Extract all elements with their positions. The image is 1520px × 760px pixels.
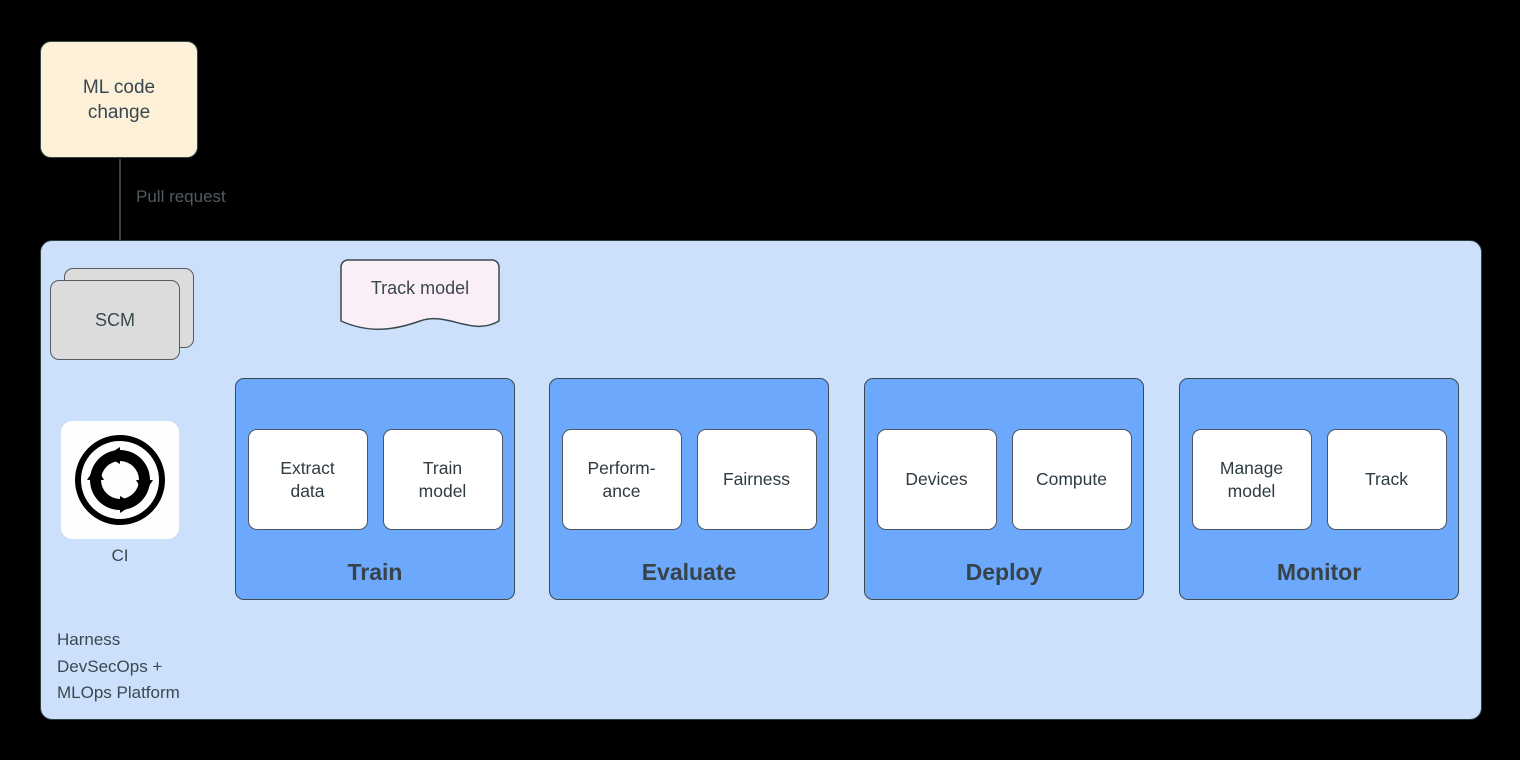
track-model-node[interactable]: Track model [340, 259, 500, 335]
ml-code-change-node[interactable]: ML code change [40, 41, 198, 158]
card-track[interactable]: Track [1326, 429, 1447, 530]
stage-deploy-title: Deploy [965, 559, 1043, 585]
platform-label: Harness DevSecOps + MLOps Platform [57, 630, 180, 702]
stage-train[interactable]: Extract data Train model Train [235, 378, 515, 600]
card-extract-data[interactable]: Extract data [247, 429, 368, 530]
stage-evaluate-title: Evaluate [641, 559, 737, 585]
stage-deploy-cards: Devices Compute [865, 429, 1143, 530]
ml-code-change-label: ML code change [82, 76, 156, 123]
stage-evaluate[interactable]: Perform- ance Fairness Evaluate [549, 378, 829, 600]
document-shape-icon [340, 259, 500, 330]
stage-deploy[interactable]: Devices Compute Deploy [864, 378, 1144, 600]
pull-request-edge-label: Pull request [136, 187, 226, 206]
ci-node[interactable] [61, 421, 179, 539]
stage-train-cards: Extract data Train model [236, 429, 514, 530]
stage-monitor-title: Monitor [1276, 559, 1362, 585]
card-performance[interactable]: Perform- ance [561, 429, 682, 530]
card-compute[interactable]: Compute [1011, 429, 1132, 530]
stage-monitor-cards: Manage model Track [1180, 429, 1458, 530]
stage-monitor[interactable]: Manage model Track Monitor [1179, 378, 1459, 600]
scm-label: SCM [95, 309, 135, 330]
ci-label: CI [111, 546, 129, 565]
stage-evaluate-cards: Perform- ance Fairness [550, 429, 828, 530]
cycle-arrows-icon [75, 435, 165, 525]
track-model-label: Track model [370, 278, 470, 298]
card-devices[interactable]: Devices [876, 429, 997, 530]
scm-node[interactable]: SCM [50, 268, 194, 360]
card-manage-model[interactable]: Manage model [1191, 429, 1312, 530]
card-train-model[interactable]: Train model [382, 429, 503, 530]
stage-train-title: Train [347, 559, 403, 585]
scm-stack-front-sheet: SCM [50, 280, 180, 360]
card-fairness[interactable]: Fairness [696, 429, 817, 530]
